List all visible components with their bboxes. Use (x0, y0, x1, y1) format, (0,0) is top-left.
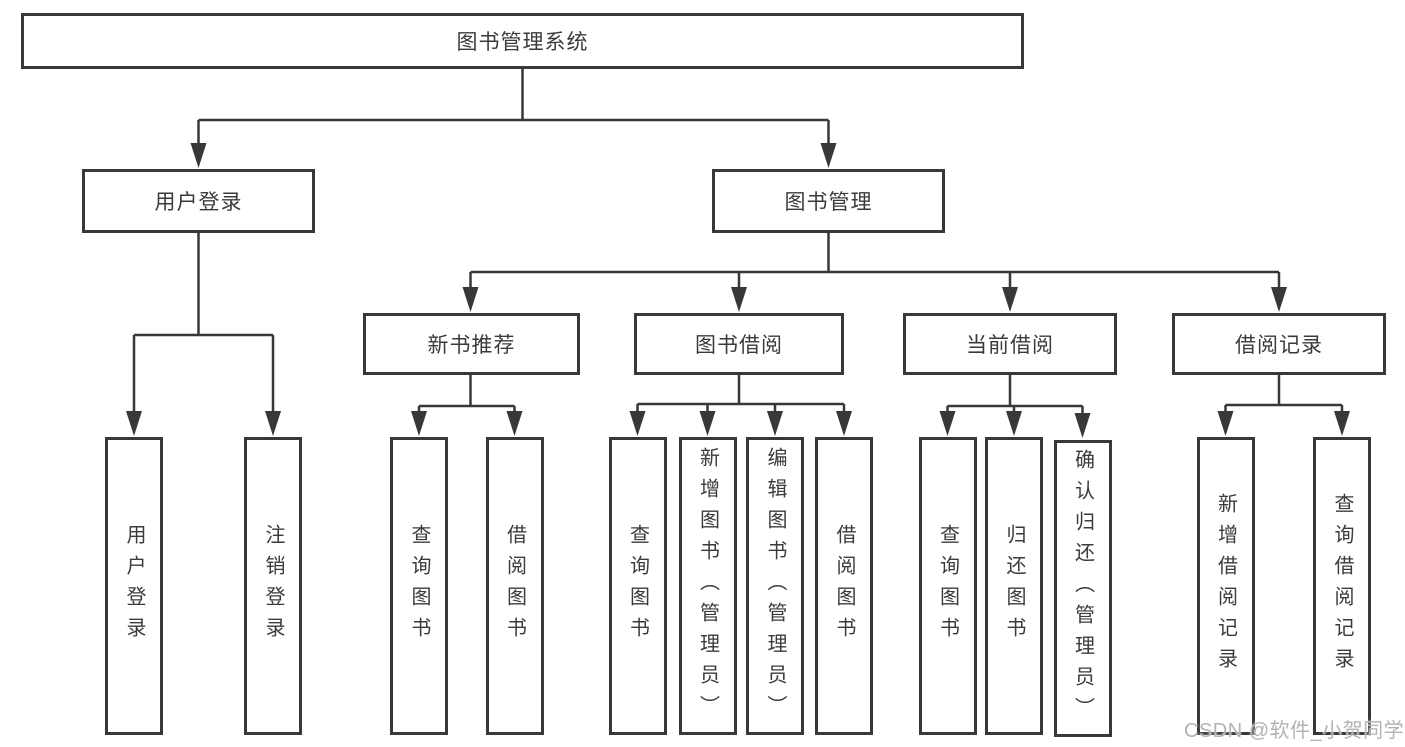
edge-root-to-level2 (197, 69, 830, 160)
leaf-label: 借阅图书 (503, 524, 526, 648)
csdn-watermark: CSDN @软件_小贺同学 (1184, 720, 1405, 742)
leaf-logout: 注销登录 (244, 437, 302, 735)
arrow-down-icon (629, 411, 646, 436)
leaf-user-login: 用户登录 (105, 437, 163, 735)
node-new-book-recommend: 新书推荐 (363, 313, 580, 375)
node-label: 图书借阅 (695, 334, 783, 357)
node-library-management-system: 图书管理系统 (21, 13, 1024, 69)
leaf-label: 查询图书 (936, 524, 959, 648)
leaf-return-books: 归还图书 (985, 437, 1043, 735)
edge-user-login-to-leaves (132, 232, 275, 428)
leaf-confirm-return-admin: 确认归还（管理员） (1053, 440, 1112, 737)
leaf-edit-book-admin: 编辑图书（管理员） (746, 437, 804, 735)
arrow-down-icon (1271, 287, 1287, 312)
arrow-down-icon (506, 411, 523, 436)
leaf-query-books-recommend: 查询图书 (390, 437, 448, 735)
node-label: 新书推荐 (427, 334, 516, 357)
leaf-label: 归还图书 (1003, 524, 1025, 648)
leaf-label: 查询图书 (408, 524, 430, 648)
edge-new-book-recommend-to-leaves (417, 375, 516, 428)
arrow-down-icon (820, 143, 837, 168)
arrow-down-icon (767, 411, 783, 436)
node-label: 借阅记录 (1235, 334, 1323, 357)
node-current-borrowing: 当前借阅 (903, 313, 1117, 375)
leaf-add-book-admin: 新增图书（管理员） (678, 437, 737, 735)
node-book-management: 图书管理 (712, 169, 945, 233)
arrow-down-icon (836, 411, 852, 436)
arrow-down-icon (731, 287, 747, 312)
arrow-down-icon (699, 411, 716, 436)
leaf-query-borrow-record: 查询借阅记录 (1313, 437, 1371, 735)
arrow-down-icon (1006, 411, 1022, 436)
leaf-label: 编辑图书（管理员） (764, 446, 786, 726)
arrow-down-icon (411, 411, 427, 436)
arrowheads (126, 143, 1350, 438)
arrow-down-icon (462, 287, 479, 312)
arrow-down-icon (265, 411, 281, 436)
arrow-down-icon (939, 411, 956, 436)
leaf-label: 新增借阅记录 (1214, 493, 1237, 679)
node-borrowing-records: 借阅记录 (1172, 313, 1386, 375)
leaf-query-books-borrowing: 查询图书 (608, 437, 667, 735)
leaf-add-borrow-record: 新增借阅记录 (1196, 437, 1255, 735)
node-user-login-branch: 用户登录 (82, 169, 315, 233)
edge-book-borrowing-to-leaves (636, 375, 846, 428)
leaf-label: 确认归还（管理员） (1071, 449, 1094, 728)
leaf-label: 新增图书（管理员） (696, 446, 719, 726)
leaf-label: 借阅图书 (833, 524, 855, 648)
leaf-borrow-books-borrowing: 借阅图书 (815, 437, 873, 735)
arrow-down-icon (1074, 413, 1091, 438)
node-label: 图书管理系统 (456, 31, 589, 54)
arrow-down-icon (1002, 287, 1018, 312)
leaf-label: 用户登录 (123, 524, 145, 648)
edge-book-management-to-level3 (469, 232, 1281, 305)
node-label: 用户登录 (154, 191, 243, 214)
node-label: 当前借阅 (966, 334, 1054, 357)
leaf-label: 查询借阅记录 (1331, 493, 1353, 679)
leaf-label: 查询图书 (626, 524, 649, 648)
arrow-down-icon (190, 143, 207, 168)
arrow-down-icon (1334, 411, 1350, 436)
node-book-borrowing: 图书借阅 (634, 313, 844, 375)
arrow-down-icon (126, 411, 142, 436)
node-label: 图书管理 (784, 191, 873, 214)
leaf-query-books-current: 查询图书 (918, 437, 977, 735)
edge-borrowing-records-to-leaves (1224, 375, 1344, 428)
leaf-label: 注销登录 (262, 524, 284, 648)
arrow-down-icon (1217, 411, 1234, 436)
leaf-borrow-books-recommend: 借阅图书 (485, 437, 544, 735)
